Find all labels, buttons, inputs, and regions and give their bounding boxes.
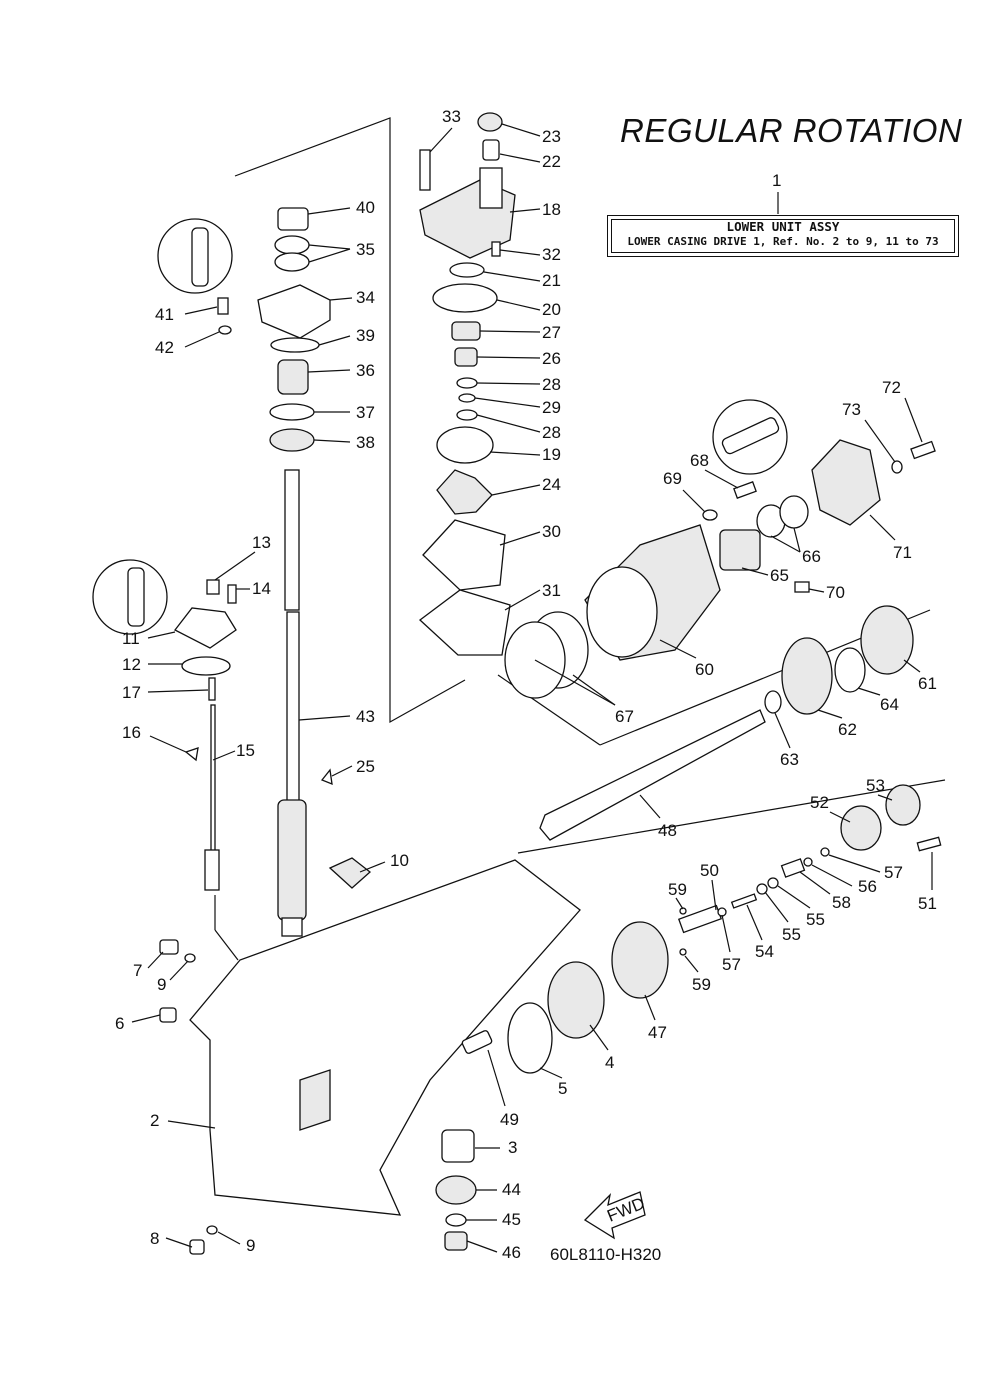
callout-56: 56	[858, 877, 877, 896]
assembly-box: LOWER UNIT ASSY LOWER CASING DRIVE 1, Re…	[607, 215, 959, 257]
callout-22: 22	[542, 152, 561, 171]
callout-21: 21	[542, 271, 561, 290]
callout-28a: 28	[542, 375, 561, 394]
callout-15: 15	[236, 741, 255, 760]
callout-34: 34	[356, 288, 375, 307]
callout-55a: 55	[782, 925, 801, 944]
callout-73: 73	[842, 400, 861, 419]
callout-12: 12	[122, 655, 141, 674]
callout-43: 43	[356, 707, 375, 726]
callout-54: 54	[755, 942, 774, 961]
callout-32: 32	[542, 245, 561, 264]
callout-50: 50	[700, 861, 719, 880]
callout-42: 42	[155, 338, 174, 357]
callout-48: 48	[658, 821, 677, 840]
callout-63: 63	[780, 750, 799, 769]
callout-55b: 55	[806, 910, 825, 929]
callout-27: 27	[542, 323, 561, 342]
callout-62: 62	[838, 720, 857, 739]
callout-5: 5	[558, 1079, 567, 1098]
callout-60: 60	[695, 660, 714, 679]
callout-46: 46	[502, 1243, 521, 1262]
callout-71: 71	[893, 543, 912, 562]
callout-28b: 28	[542, 423, 561, 442]
callout-9b: 9	[246, 1236, 255, 1255]
callout-31: 31	[542, 581, 561, 600]
callout-19: 19	[542, 445, 561, 464]
callout-10: 10	[390, 851, 409, 870]
callout-59b: 59	[692, 975, 711, 994]
callout-65: 65	[770, 566, 789, 585]
callout-64: 64	[880, 695, 899, 714]
callout-23: 23	[542, 127, 561, 146]
callout-57a: 57	[884, 863, 903, 882]
callout-45: 45	[502, 1210, 521, 1229]
callout-35: 35	[356, 240, 375, 259]
callout-69: 69	[663, 469, 682, 488]
callout-14: 14	[252, 579, 271, 598]
callout-8: 8	[150, 1229, 159, 1248]
callout-26: 26	[542, 349, 561, 368]
callout-44: 44	[502, 1180, 521, 1199]
callout-13: 13	[252, 533, 271, 552]
callout-25: 25	[356, 757, 375, 776]
callout-37: 37	[356, 403, 375, 422]
callout-38: 38	[356, 433, 375, 452]
callout-51: 51	[918, 894, 937, 913]
callout-24: 24	[542, 475, 561, 494]
callout-20: 20	[542, 300, 561, 319]
callout-2: 2	[150, 1111, 159, 1130]
callout-7: 7	[133, 961, 142, 980]
callout-39: 39	[356, 326, 375, 345]
callout-68: 68	[690, 451, 709, 470]
callout-11: 11	[122, 629, 140, 648]
callout-61: 61	[918, 674, 937, 693]
callout-6: 6	[115, 1014, 124, 1033]
callout-53: 53	[866, 776, 885, 795]
diagram-title: REGULAR ROTATION	[620, 112, 963, 149]
callout-58: 58	[832, 893, 851, 912]
assembly-desc: LOWER CASING DRIVE 1, Ref. No. 2 to 9, 1…	[627, 235, 939, 248]
callout-36: 36	[356, 361, 375, 380]
callout-49: 49	[500, 1110, 519, 1129]
callout-3: 3	[508, 1138, 517, 1157]
callout-16: 16	[122, 723, 141, 742]
callout-17: 17	[122, 683, 141, 702]
gear-case-body	[189, 859, 581, 1216]
callout-41: 41	[155, 305, 174, 324]
callout-52: 52	[810, 793, 829, 812]
callout-70: 70	[826, 583, 845, 602]
callout-30: 30	[542, 522, 561, 541]
callout-47: 47	[648, 1023, 667, 1042]
callout-57b: 57	[722, 955, 741, 974]
callout-33: 33	[442, 107, 461, 126]
fwd-arrow-icon	[583, 1191, 646, 1240]
assembly-name: LOWER UNIT ASSY	[726, 219, 840, 234]
callout-18: 18	[542, 200, 561, 219]
callout-40: 40	[356, 198, 375, 217]
callout-67: 67	[615, 707, 634, 726]
callout-72: 72	[882, 378, 901, 397]
callout-4: 4	[605, 1053, 614, 1072]
drive-shaft-upper	[284, 469, 300, 611]
callout-66: 66	[802, 547, 821, 566]
callout-29: 29	[542, 398, 561, 417]
callout-9a: 9	[157, 975, 166, 994]
callout-59a: 59	[668, 880, 687, 899]
callout-1: 1	[772, 171, 781, 190]
diagram-code: 60L8110-H320	[550, 1245, 662, 1264]
